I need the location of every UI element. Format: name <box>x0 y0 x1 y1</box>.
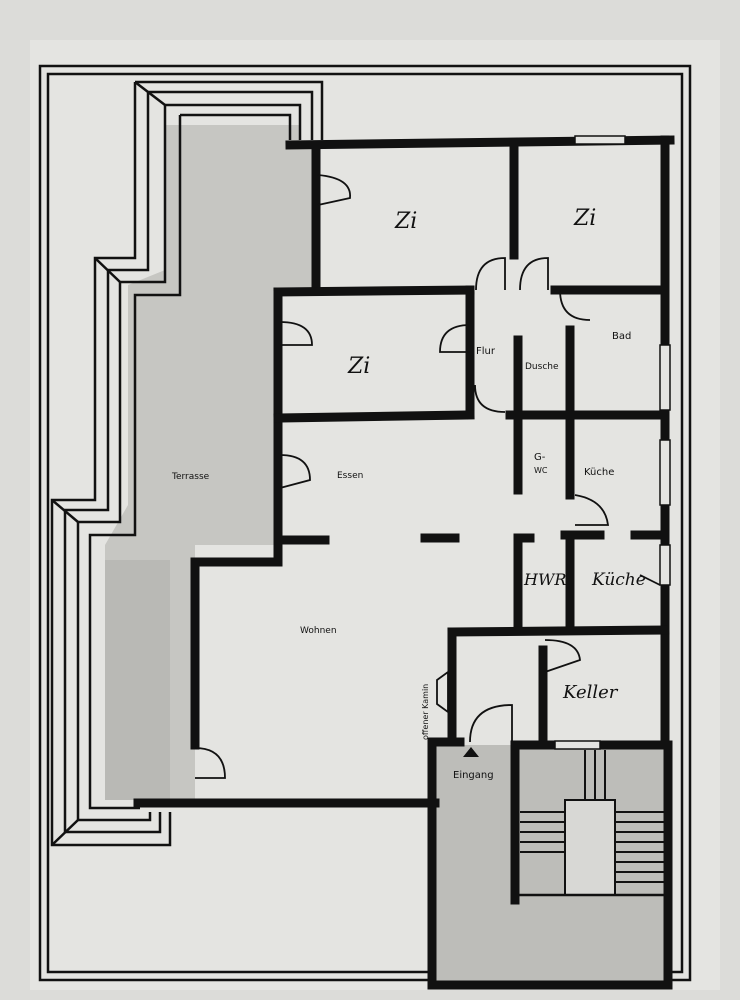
windows <box>554 135 671 750</box>
room-label-essen: Essen <box>337 471 363 481</box>
stairwell <box>436 743 668 985</box>
room-label-bad: Bad <box>612 331 631 342</box>
room-label-zi-top-left: Zi <box>394 209 417 234</box>
room-label-kueche-large: Küche <box>591 570 646 590</box>
room-label-terrasse: Terrasse <box>171 472 210 482</box>
room-label-wohnen: Wohnen <box>300 626 337 636</box>
room-label-zi-top-right: Zi <box>573 206 596 231</box>
room-label-dusche: Dusche <box>525 362 559 372</box>
room-label-kueche-small: Küche <box>584 467 614 478</box>
doors <box>194 174 661 779</box>
sheet-border <box>38 64 692 982</box>
label-eingang: Eingang <box>453 770 494 781</box>
entrance-arrow-icon <box>463 747 479 757</box>
room-label-flur: Flur <box>476 346 496 357</box>
fireplace-symbol <box>436 670 449 714</box>
room-label-hwr: HWR <box>523 570 566 589</box>
terrace-parapet <box>50 80 324 847</box>
room-label-zi-middle: Zi <box>347 354 370 379</box>
label-offener-kamin: offener Kamin <box>421 684 430 740</box>
room-label-gwc-g: G- <box>534 452 546 463</box>
room-label-keller: Keller <box>562 682 619 703</box>
room-label-gwc-wc: WC <box>534 466 548 475</box>
walls <box>133 135 675 990</box>
